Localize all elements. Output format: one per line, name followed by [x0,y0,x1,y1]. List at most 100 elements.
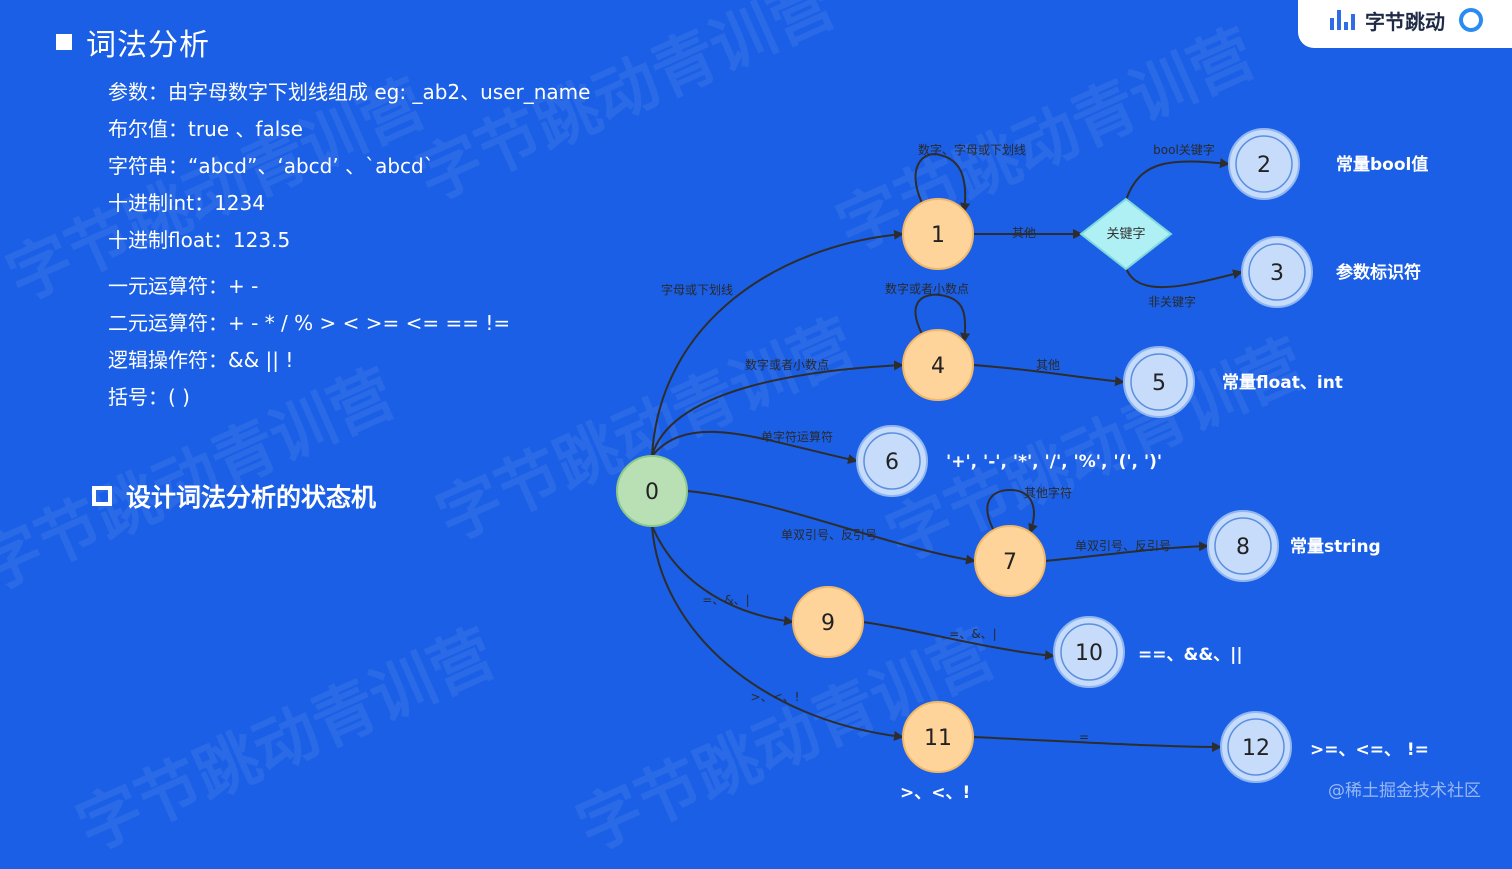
transition-edge [914,153,971,213]
edge-label: 单双引号、反引号 [781,528,877,542]
state-node-9: 9 [792,586,864,658]
state-circle [902,701,974,773]
decision-diamond [1079,197,1173,271]
transition-edge [986,488,1038,534]
state-label: 5 [1152,371,1166,396]
edge-label: 其他字符 [1024,485,1072,500]
edge-label: 非关键字 [1148,294,1196,309]
transition-edge [972,364,1125,387]
state-annotation: 常量float、int [1222,372,1343,393]
state-annotation: 常量bool值 [1336,154,1428,175]
list-item: 布尔值：true 、false [108,117,303,141]
state-node-7: 7 [974,525,1046,597]
state-circle [856,425,928,497]
brand-badge: 字节跳动 [1298,0,1512,48]
state-circle [974,525,1046,597]
state-node-1: 1 [902,198,974,270]
decision-label: 关键字 [1106,227,1145,242]
bullet-hollow-square-icon [92,486,112,506]
list-item: 十进制float：123.5 [108,228,291,252]
edge-label: >、<、! [751,690,800,704]
list-item: 逻辑操作符：&& || ! [108,348,294,372]
state-annotation: ==、&&、|| [1138,645,1243,665]
accept-ring [1214,517,1272,575]
transition-edge [1125,267,1243,289]
edge-label: 数字、字母或下划线 [918,142,1026,157]
state-node-kw: 关键字 [1079,197,1173,271]
state-label: 2 [1257,153,1271,178]
accept-ring [1248,243,1306,301]
list-item: 一元运算符：+ - [108,274,259,298]
state-circle [1220,711,1292,783]
state-node-0: 0 [616,455,688,527]
state-label: 9 [821,611,835,636]
title-row: 词法分析 [56,20,210,64]
state-label: 0 [645,480,659,505]
state-annotation: 常量string [1290,536,1381,557]
transition-edge [686,490,976,565]
state-label: 1 [931,223,945,248]
state-circle [902,198,974,270]
page-title: 词法分析 [86,28,210,63]
state-circle [1207,510,1279,582]
transition-edge [1044,541,1209,562]
edge-label: 其他 [1036,358,1060,372]
accept-ring [1060,623,1118,681]
state-annotation: >=、<=、 != [1310,740,1429,760]
edge-label: =、&、| [702,593,749,607]
transition-edge [651,229,904,457]
edge-label: = [1079,730,1089,744]
state-label: 7 [1003,550,1017,575]
state-circle [1123,346,1195,418]
token-list: 参数：由字母数字下划线组成 eg: _ab2、user_name 布尔值：tru… [108,74,590,416]
transition-edge [651,360,904,457]
list-item: 十进制int：1234 [108,191,265,215]
edge-label: =、&、| [949,627,996,641]
state-annotation: '+', '-', '*', '/', '%', '(', ')' [946,452,1162,472]
transition-edge [862,621,1055,661]
state-annotation: 参数标识符 [1336,262,1421,283]
state-node-6: 6 [856,425,928,497]
transition-edge [651,525,904,741]
edge-label: bool关键字 [1153,142,1215,157]
state-node-5: 5 [1123,346,1195,418]
state-node-11: 11 [902,701,974,773]
state-node-2: 2 [1228,128,1300,200]
state-label: 4 [931,354,945,379]
state-node-4: 4 [902,329,974,401]
list-item: 参数：由字母数字下划线组成 eg: _ab2、user_name [108,80,591,104]
edge-label: 字母或下划线 [661,282,733,297]
list-item: 二元运算符：+ - * / % > < >= <= == != [108,311,511,335]
state-label: 12 [1242,736,1270,761]
state-node-12: 12 [1220,711,1292,783]
design-heading-row: 设计词法分析的状态机 [92,478,376,514]
transition-edge [972,736,1222,752]
state-circle [792,586,864,658]
transition-edge [651,525,794,626]
edge-label: 其他 [1012,226,1036,240]
accept-ring [863,432,921,490]
transition-edge [1125,158,1230,201]
state-label: 11 [924,726,952,751]
credit-text: @稀土掘金技术社区 [1328,781,1481,801]
state-label: 10 [1075,641,1103,666]
transition-edge [914,293,971,343]
state-node-10: 10 [1053,616,1125,688]
state-machine-diagram: 字母或下划线数字、字母或下划线其他bool关键字非关键字数字或者小数点数字或者小… [616,128,1429,803]
state-label: 8 [1236,535,1250,560]
state-node-3: 3 [1241,236,1313,308]
accept-ring [1235,135,1293,193]
edge-label: 数字或者小数点 [745,357,829,372]
edge-label: 单字符运算符 [761,429,833,444]
state-label: 6 [885,450,899,475]
state-circle [1241,236,1313,308]
transition-edge [651,430,858,464]
edge-label: 数字或者小数点 [885,281,969,296]
state-circle [902,329,974,401]
state-circle [616,455,688,527]
brand-logo-icon [1330,10,1355,30]
state-label: 3 [1270,261,1284,286]
brand-text: 字节跳动 [1365,9,1445,34]
section-heading: 设计词法分析的状态机 [126,483,377,512]
state-annotation: >、<、! [900,783,970,803]
